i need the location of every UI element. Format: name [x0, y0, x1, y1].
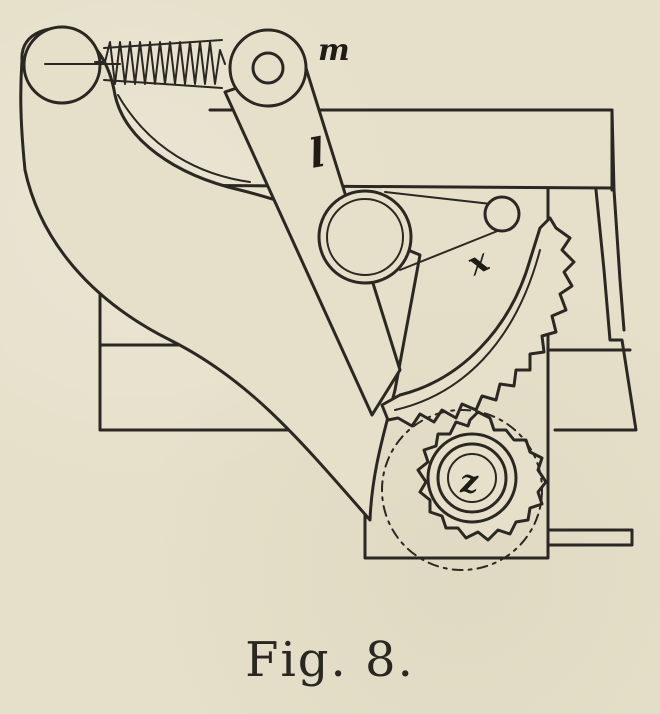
figure-caption: Fig. 8.	[245, 632, 415, 688]
left-pivot	[22, 25, 121, 105]
toothed-sector	[380, 216, 576, 428]
label-m: m	[318, 33, 350, 68]
pinion-gear	[381, 409, 548, 571]
label-z: z	[459, 462, 479, 500]
coil-spring	[94, 39, 226, 89]
link-arm	[223, 28, 413, 417]
connecting-rod	[384, 191, 521, 271]
label-x: x	[460, 240, 495, 283]
